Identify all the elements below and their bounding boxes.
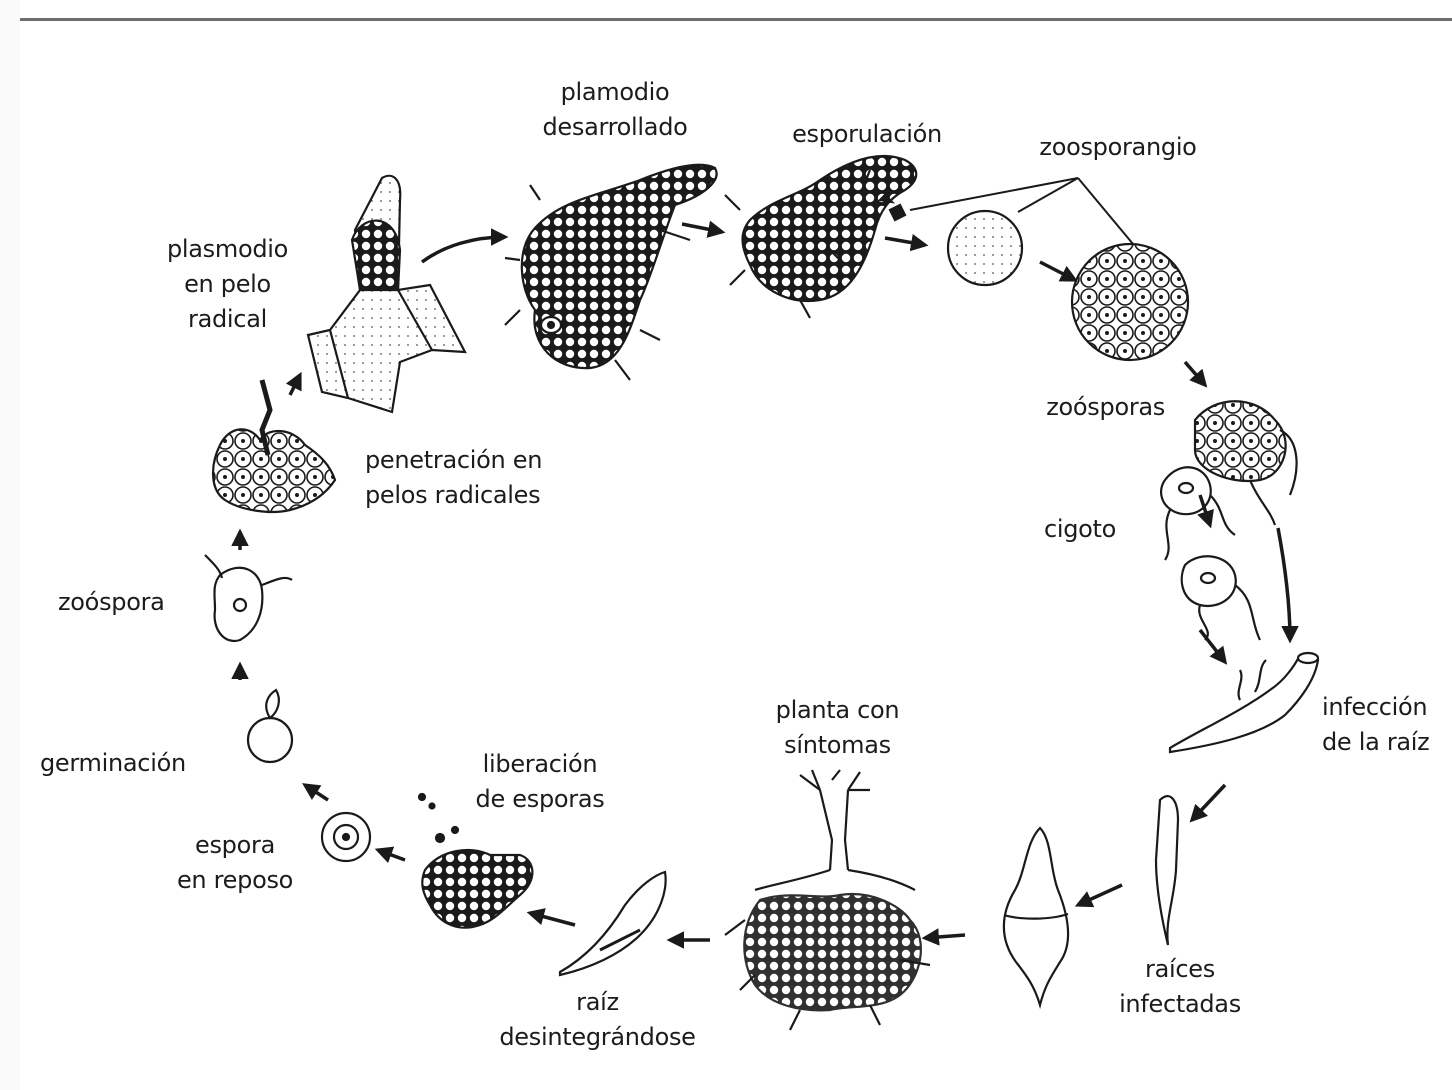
label-plasmodio-pelo: plasmodio en pelo radical [150, 232, 305, 337]
label-line: raíces [1095, 952, 1265, 987]
label-line: plamodio [520, 75, 710, 110]
label-line: raíz [480, 985, 715, 1020]
zoospores-figure [1161, 401, 1296, 640]
label-line: cigoto [1025, 512, 1135, 547]
label-zoospora: zoóspora [58, 585, 198, 620]
label-cigoto: cigoto [1025, 512, 1135, 547]
infected-root-figure [1156, 796, 1178, 945]
zoosporangium-pointer-lines [910, 178, 1138, 250]
germination-figure [248, 690, 292, 762]
label-line: espora [155, 828, 315, 863]
label-plamodio-desarrollado: plamodio desarrollado [520, 75, 710, 145]
label-line: desarrollado [520, 110, 710, 145]
label-zoosporangio: zoosporangio [1018, 130, 1218, 165]
label-line: infección [1322, 690, 1452, 725]
label-line: planta con [755, 693, 920, 728]
label-line: zoosporangio [1018, 130, 1218, 165]
label-line: esporulación [772, 117, 962, 152]
club-root-figure [1004, 828, 1068, 1005]
label-line: plasmodio [150, 232, 305, 267]
label-line: liberación [455, 747, 625, 782]
root-infection-figure [1170, 653, 1318, 752]
label-line: desintegrándose [480, 1020, 715, 1055]
label-line: en reposo [155, 863, 315, 898]
label-liberacion-esporas: liberación de esporas [455, 747, 625, 817]
disintegrating-root-figure [560, 872, 666, 975]
label-raiz-desintegrandose: raíz desintegrándose [480, 985, 715, 1055]
label-line: penetración en [365, 443, 585, 478]
symptomatic-plant-figure [725, 770, 930, 1030]
root-hair-plasmodium-figure [308, 176, 465, 412]
label-line: pelos radicales [365, 478, 585, 513]
zoosporangium-figure [948, 211, 1188, 360]
label-line: de la raíz [1322, 725, 1452, 760]
label-line: síntomas [755, 728, 920, 763]
resting-spore-figure [322, 813, 370, 861]
label-line: radical [150, 302, 305, 337]
zoospore-figure [205, 555, 292, 641]
developed-plasmodium-figure [505, 165, 717, 380]
label-esporulacion: esporulación [772, 117, 962, 152]
label-infeccion-raiz: infección de la raíz [1322, 690, 1452, 760]
label-line: zoósporas [1000, 390, 1165, 425]
label-espora-reposo: espora en reposo [155, 828, 315, 898]
label-planta-sintomas: planta con síntomas [755, 693, 920, 763]
label-penetracion: penetración en pelos radicales [365, 443, 585, 513]
label-raices-infectadas: raíces infectadas [1095, 952, 1265, 1022]
label-line: germinación [40, 746, 220, 781]
label-zoosporas: zoósporas [1000, 390, 1165, 425]
label-line: de esporas [455, 782, 625, 817]
label-line: en pelo [150, 267, 305, 302]
label-line: infectadas [1095, 987, 1265, 1022]
label-line: zoóspora [58, 585, 198, 620]
hair-penetration-figure [213, 380, 335, 512]
label-germinacion: germinación [40, 746, 220, 781]
